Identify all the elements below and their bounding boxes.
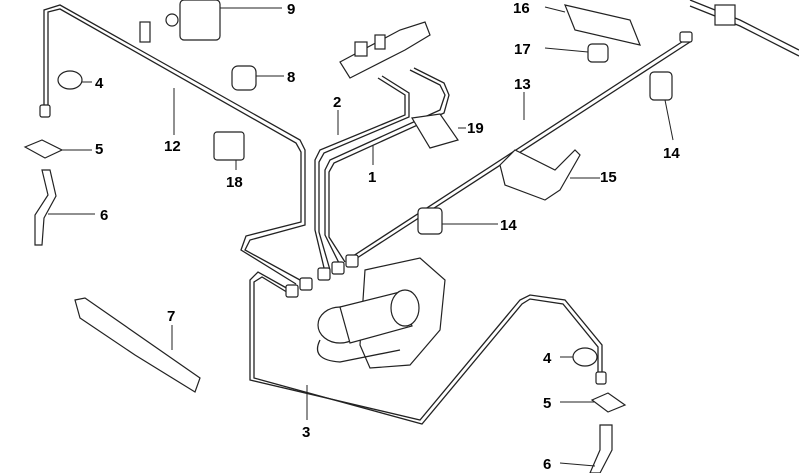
part-17-clip[interactable] bbox=[587, 43, 609, 63]
part-6-bottom-hose[interactable] bbox=[589, 424, 613, 473]
label-9: 9 bbox=[287, 1, 295, 18]
part-4-bottom-grommet[interactable] bbox=[572, 347, 598, 367]
label-14-right: 14 bbox=[663, 145, 680, 162]
label-5-top: 5 bbox=[95, 141, 103, 158]
part-7-rail[interactable] bbox=[74, 297, 201, 393]
label-7: 7 bbox=[167, 308, 175, 325]
part-14-right-clip[interactable] bbox=[649, 71, 673, 101]
leader-lines bbox=[48, 6, 674, 467]
brake-pipe-1-2[interactable] bbox=[314, 67, 450, 273]
part-15-bracket[interactable] bbox=[499, 149, 581, 201]
part-tee-fitting bbox=[689, 0, 799, 57]
label-15: 15 bbox=[600, 169, 617, 186]
brake-pipe-12[interactable] bbox=[43, 4, 306, 285]
part-16-clip[interactable] bbox=[564, 4, 641, 46]
label-4-top: 4 bbox=[95, 75, 104, 92]
label-6-bottom: 6 bbox=[543, 456, 551, 473]
brake-pipe-13[interactable] bbox=[349, 37, 691, 261]
label-1: 1 bbox=[368, 169, 376, 186]
label-5-bottom: 5 bbox=[543, 395, 551, 412]
callout-labels: 9 16 4 8 17 13 2 12 5 19 1 18 14 15 6 14… bbox=[95, 0, 680, 473]
part-18-damper[interactable] bbox=[213, 131, 245, 161]
label-16: 16 bbox=[513, 0, 530, 17]
part-8-clip[interactable] bbox=[231, 65, 257, 91]
pipe-fittings bbox=[39, 31, 693, 385]
part-9-bracket[interactable] bbox=[139, 0, 221, 43]
label-19: 19 bbox=[467, 120, 484, 137]
part-4-top-grommet[interactable] bbox=[57, 70, 83, 90]
label-13: 13 bbox=[514, 76, 531, 93]
label-8: 8 bbox=[287, 69, 295, 86]
label-12: 12 bbox=[164, 138, 181, 155]
label-3: 3 bbox=[302, 424, 310, 441]
part-5-bottom-clamp[interactable] bbox=[590, 392, 627, 413]
master-cylinder[interactable] bbox=[339, 21, 431, 79]
label-4-bottom: 4 bbox=[543, 350, 552, 367]
label-2: 2 bbox=[333, 94, 341, 111]
brake-pipe-3[interactable] bbox=[249, 271, 603, 425]
label-18: 18 bbox=[226, 174, 243, 191]
part-14-center-clip[interactable] bbox=[417, 207, 443, 235]
label-14-center: 14 bbox=[500, 217, 517, 234]
part-5-top-clamp[interactable] bbox=[23, 139, 64, 159]
part-19-damper[interactable] bbox=[411, 113, 459, 149]
abs-hydraulic-unit[interactable] bbox=[316, 257, 446, 369]
label-17: 17 bbox=[514, 41, 531, 58]
label-6-top: 6 bbox=[100, 207, 108, 224]
part-6-top-hose[interactable] bbox=[34, 169, 57, 246]
